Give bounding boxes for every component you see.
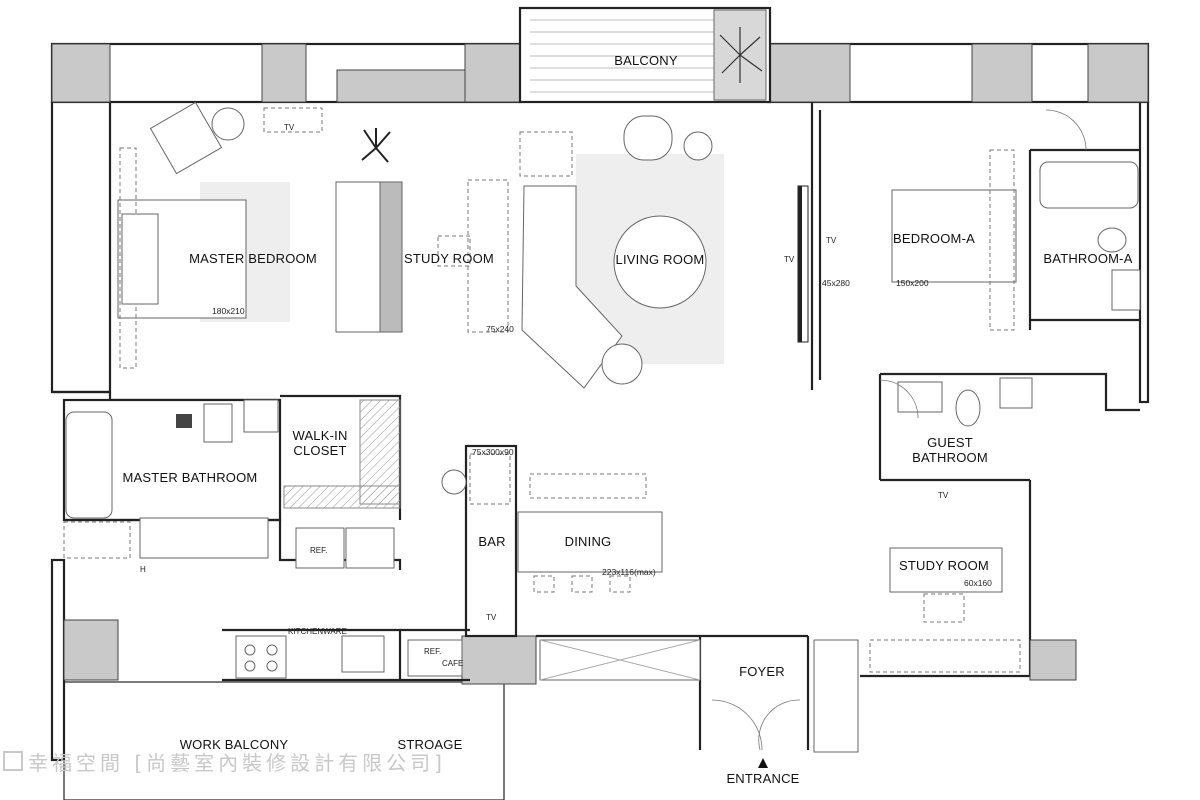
dim-master-bed: 180x210 (212, 306, 245, 316)
label-bathroom-a: BATHROOM-A (1043, 251, 1132, 266)
dimension-labels: 180x210 75x240 45x280 150x200 75x300x90 … (212, 278, 992, 588)
bedroom-a-bed (891, 189, 1017, 283)
tv-label-bedroom-a: TV (826, 236, 837, 245)
coffee-table (613, 215, 707, 309)
label-guest-bathroom-line1: GUEST (927, 435, 973, 450)
cafe-label: CAFE (442, 659, 463, 668)
toilet (1097, 227, 1127, 253)
fixture-labels: TV TV TV TV TV REF. REF. CAFE KITCHENWAR… (140, 123, 949, 668)
label-balcony: BALCONY (614, 53, 678, 68)
master-bedroom-furniture (117, 101, 323, 369)
label-study-room-top: STUDY ROOM (404, 251, 494, 266)
bathtub (1039, 161, 1139, 209)
living-room-furniture (519, 115, 713, 389)
dim-bedroom-a-bed: 150x200 (896, 278, 929, 288)
master-bathroom-fixtures (63, 399, 279, 559)
kitchen-fixtures (235, 527, 463, 679)
tv-label-study: TV (938, 491, 949, 500)
stove (235, 635, 287, 679)
tree-icon (361, 128, 391, 163)
structural-columns (51, 43, 1149, 685)
heater-label: H (140, 565, 146, 574)
label-dining: DINING (565, 534, 612, 549)
guest-toilet (955, 389, 981, 427)
bar-dining-furniture (441, 453, 701, 681)
tv-label-living: TV (784, 255, 795, 264)
label-master-bathroom: MASTER BATHROOM (123, 470, 258, 485)
watermark: 幸福空間 [尚藝室內裝修設計有限公司] (3, 751, 446, 775)
master-bathtub (65, 411, 113, 519)
label-bedroom-a: BEDROOM-A (893, 231, 975, 246)
guest-bathroom-fixtures (897, 377, 1033, 427)
label-foyer: FOYER (739, 664, 785, 679)
double-vanity (139, 517, 269, 559)
study-desk (889, 547, 1003, 593)
room-labels: BALCONY MASTER BEDROOM STUDY ROOM LIVING… (123, 53, 1133, 786)
label-entrance: ENTRANCE (726, 771, 799, 786)
entrance-arrow-icon (758, 758, 768, 768)
dim-study-desk: 75x240 (486, 324, 514, 334)
label-storage: STROAGE (398, 737, 463, 752)
master-toilet (203, 403, 233, 443)
ref-label-2: REF. (424, 647, 441, 656)
refrigerator (295, 527, 345, 569)
label-guest-bathroom-line2: BATHROOM (912, 450, 988, 465)
lounge-chair-icon (623, 115, 713, 161)
watermark-logo-icon (3, 751, 23, 771)
label-study-room-bottom: STUDY ROOM (899, 558, 989, 573)
dim-dining-table: 223x116(max) (602, 567, 656, 577)
plant-icon (719, 27, 763, 83)
bedroom-a-furniture (797, 149, 1017, 343)
watermark-text: 幸福空間 [尚藝室內裝修設計有限公司] (28, 751, 446, 775)
kitchen-sink (341, 635, 385, 673)
tv-label-master: TV (284, 123, 295, 132)
study-room-bottom-furniture (813, 547, 1021, 753)
label-walk-in-line2: CLOSET (293, 443, 346, 458)
label-living-room: LIVING ROOM (616, 252, 705, 267)
armchair-icon (149, 101, 245, 175)
dining-table (517, 511, 663, 573)
sofa (521, 185, 623, 389)
kitchenware-label: KITCHENWARE (288, 627, 347, 636)
bathroom-a-fixtures (1039, 161, 1141, 311)
label-walk-in-line1: WALK-IN (292, 428, 347, 443)
study-room-top-furniture (335, 128, 509, 333)
tv-label-bar: TV (486, 613, 497, 622)
door-swings (711, 109, 1087, 751)
label-work-balcony: WORK BALCONY (180, 737, 289, 752)
dim-tv-cabinet: 45x280 (822, 278, 850, 288)
dim-study-desk-b: 60x160 (964, 578, 992, 588)
label-master-bedroom: MASTER BEDROOM (189, 251, 317, 266)
walk-in-closet-shelves (283, 399, 401, 509)
label-bar: BAR (478, 534, 505, 549)
top-balcony (518, 6, 772, 104)
dim-bar-counter: 75x300x90 (472, 447, 514, 457)
ref-label-1: REF. (310, 546, 327, 555)
